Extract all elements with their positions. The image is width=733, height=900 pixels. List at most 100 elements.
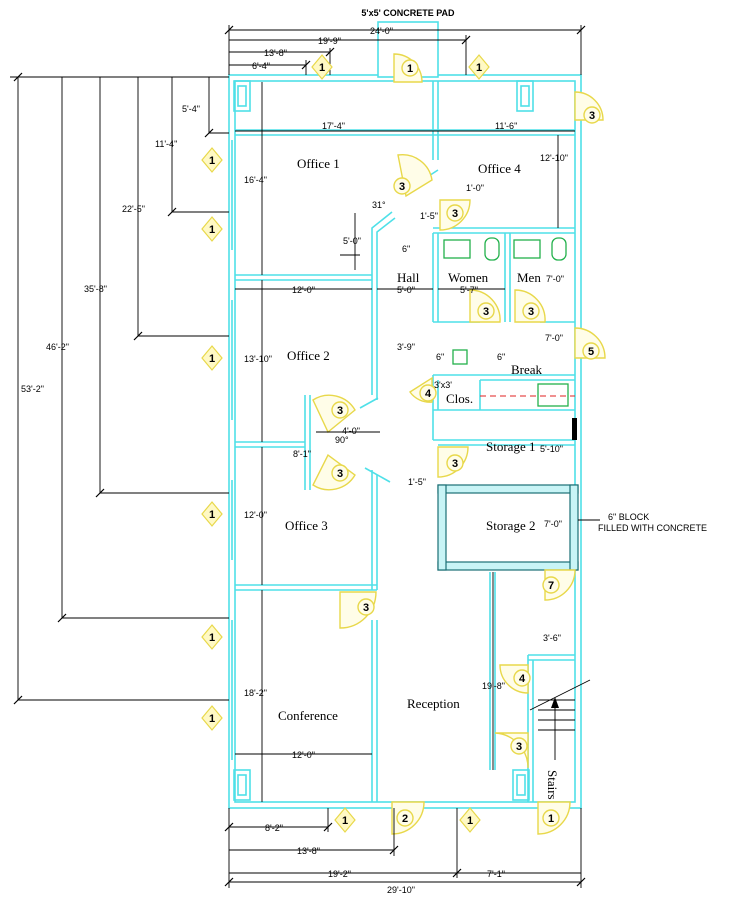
- dim-hall-5-0v: 5'-0": [343, 236, 361, 246]
- labels: 5'x5' CONCRETE PAD 6" BLOCK FILLED WITH …: [21, 8, 707, 895]
- dim-bot-29-10: 29'-10": [387, 885, 415, 895]
- svg-text:4: 4: [519, 673, 526, 685]
- panel-icon: [572, 418, 577, 440]
- door-tag-closet: 4: [419, 384, 437, 402]
- dim-top-24: 24'-0": [370, 26, 393, 36]
- room-hall: Hall: [397, 270, 420, 285]
- dim-left-35-8: 35'-8": [84, 284, 107, 294]
- room-reception: Reception: [407, 696, 460, 711]
- fixtures: [443, 237, 577, 440]
- svg-text:3: 3: [516, 741, 522, 753]
- svg-text:1: 1: [209, 509, 215, 521]
- window-tag-left-b: 1: [201, 216, 223, 242]
- dim-o2-width: 12'-0": [292, 285, 315, 295]
- dim-bot-8-2: 8'-2": [265, 823, 283, 833]
- dim-o4-height: 12'-10": [540, 153, 568, 163]
- window-tag-top-b: 1: [468, 54, 490, 80]
- window-tag-bottom-a: 1: [334, 807, 356, 833]
- dim-top-13-8: 13'-8": [264, 48, 287, 58]
- svg-text:1: 1: [209, 713, 215, 725]
- room-break: Break: [511, 362, 543, 377]
- dim-six-in-b: 6": [436, 352, 444, 362]
- door-tag-rear: 1: [542, 809, 560, 827]
- svg-text:1: 1: [319, 62, 325, 74]
- dim-stair-3-6: 3'-6": [543, 633, 561, 643]
- dim-conf-18-2: 18'-2": [244, 688, 267, 698]
- svg-text:5: 5: [588, 346, 594, 358]
- dim-storage1-5-10: 5'-10": [540, 444, 563, 454]
- door-tag-men: 3: [522, 302, 540, 320]
- dim-left-5-4: 5'-4": [182, 104, 200, 114]
- svg-text:1: 1: [342, 815, 348, 827]
- fridge-icon: [537, 383, 569, 407]
- block-note-line1: 6" BLOCK: [608, 512, 649, 522]
- window-tag-top-a: 1: [311, 54, 333, 80]
- door-tag-top: 1: [401, 59, 419, 77]
- dim-angle-90: 90°: [335, 435, 349, 445]
- door-tag-stair-lower: 3: [510, 737, 528, 755]
- room-women: Women: [448, 270, 489, 285]
- window-tag-bottom-b: 1: [459, 807, 481, 833]
- svg-text:1: 1: [209, 632, 215, 644]
- window-tags: 1 1 1 1 1 1 1 1 1 1: [201, 54, 490, 833]
- door-tag-women: 3: [477, 302, 495, 320]
- dim-door-4-0: 4'-0": [342, 426, 360, 436]
- dim-break-3-9: 3'-9": [397, 342, 415, 352]
- dim-break-7-0: 7'-0": [545, 333, 563, 343]
- sink-men-icon: [513, 239, 541, 259]
- toilet-men-icon: [551, 237, 567, 261]
- room-office-3: Office 3: [285, 518, 328, 533]
- room-closet: Clos.: [446, 391, 473, 406]
- sink-women-icon: [443, 239, 471, 259]
- door-tag-storage-1: 3: [446, 454, 464, 472]
- door-tag-conference: 3: [357, 598, 375, 616]
- dim-closet-size: 3'x3': [434, 380, 452, 390]
- svg-text:1: 1: [407, 63, 413, 75]
- window-tag-left-d: 1: [201, 501, 223, 527]
- dim-rec-19-8: 19'-8": [482, 681, 505, 691]
- door-tag-front: 2: [396, 809, 414, 827]
- door-tag-storage-2: 7: [542, 576, 560, 594]
- window-tag-left-e: 1: [201, 624, 223, 650]
- dim-six-in-c: 6": [497, 352, 505, 362]
- dim-o1-height: 16'-4": [244, 175, 267, 185]
- svg-text:3: 3: [337, 468, 343, 480]
- door-tag-top-right: 3: [583, 106, 601, 124]
- window-tag-left-a: 1: [201, 147, 223, 173]
- dim-women-width: 5'-7": [460, 285, 478, 295]
- dim-left-11-4: 11'-4": [155, 139, 177, 149]
- door-tag-break-exterior: 5: [582, 342, 600, 360]
- dim-storage2-7-0: 7'-0": [544, 519, 562, 529]
- dim-bot-13-8: 13'-8": [297, 846, 320, 856]
- room-conference: Conference: [278, 708, 338, 723]
- svg-text:2: 2: [402, 813, 408, 825]
- svg-text:3: 3: [452, 208, 458, 220]
- dim-jog-1-5b: 1'-5": [408, 477, 426, 487]
- dim-jog-1-5: 1'-5": [420, 211, 438, 221]
- sink-break-icon: [452, 349, 468, 365]
- dim-left-53-2: 53'-2": [21, 384, 44, 394]
- svg-text:1: 1: [209, 155, 215, 167]
- dim-left-46-2: 46'-2": [46, 342, 69, 352]
- dim-top-6-4: 6'-4": [252, 61, 270, 71]
- room-storage-1: Storage 1: [486, 439, 535, 454]
- block-note-line2: FILLED WITH CONCRETE: [598, 523, 707, 533]
- dim-conf-width: 12'-0": [292, 750, 315, 760]
- door-tag-office-3: 3: [331, 464, 349, 482]
- dim-six-in-a: 6": [402, 244, 410, 254]
- dim-bot-7-1: 7'-1": [487, 869, 505, 879]
- dim-jog-1-0: 1'-0": [466, 183, 484, 193]
- room-stairs: Stairs: [545, 770, 560, 800]
- dim-o3-8-1: 8'-1": [293, 449, 311, 459]
- dim-left-22-5: 22'-5": [122, 204, 145, 214]
- svg-text:3: 3: [528, 306, 534, 318]
- dim-men-7-0: 7'-0": [546, 274, 564, 284]
- svg-text:1: 1: [548, 813, 554, 825]
- room-office-2: Office 2: [287, 348, 330, 363]
- room-office-4: Office 4: [478, 161, 521, 176]
- window-tag-left-c: 1: [201, 345, 223, 371]
- dim-bot-19-2: 19'-2": [328, 869, 351, 879]
- svg-text:3: 3: [589, 110, 595, 122]
- door-tag-office-1: 3: [393, 177, 411, 195]
